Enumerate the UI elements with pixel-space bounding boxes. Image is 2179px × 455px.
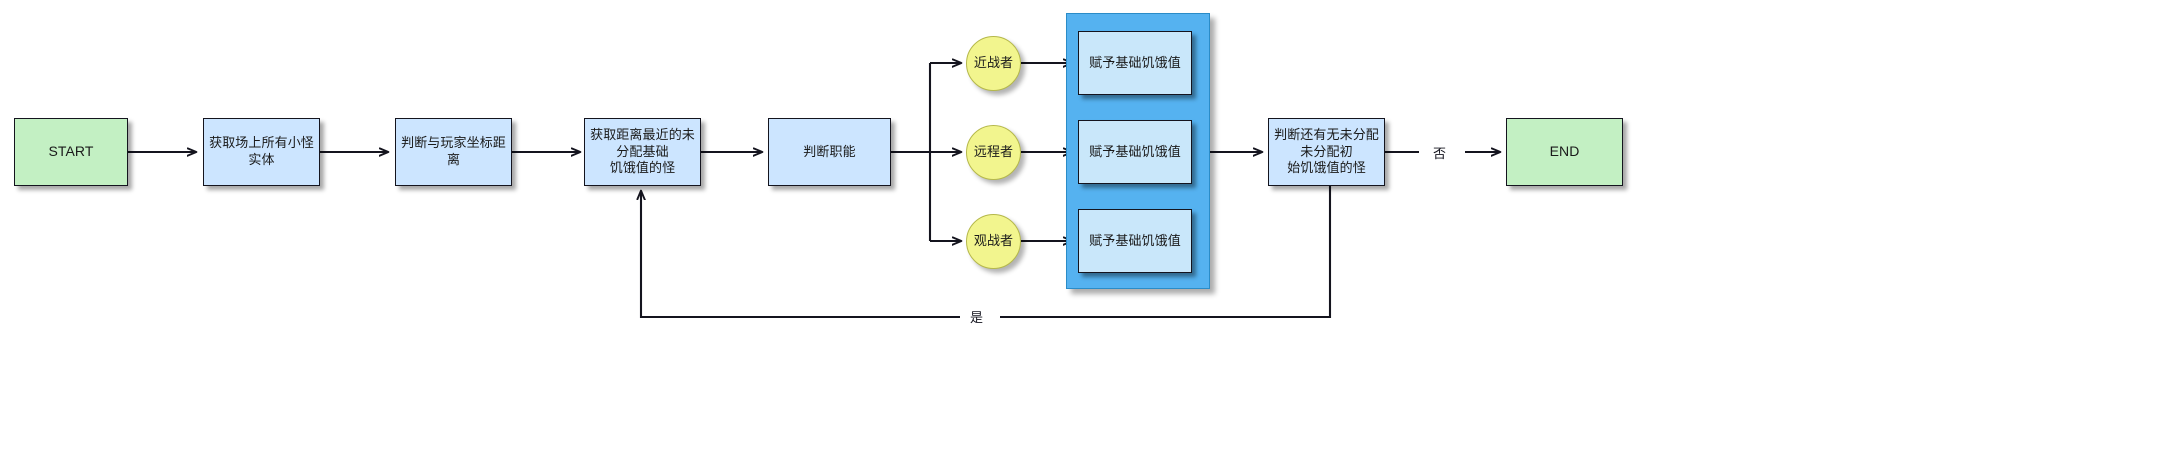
edge-loop-yes-left: [641, 191, 960, 319]
node-get-entities[interactable]: 获取场上所有小怪实体: [203, 118, 320, 186]
edge-label-yes: 是: [966, 307, 988, 326]
node-role-ranged[interactable]: 远程者: [966, 125, 1021, 180]
node-role-melee[interactable]: 近战者: [966, 36, 1021, 91]
node-start[interactable]: START: [14, 118, 128, 186]
edge-label-no: 否: [1429, 143, 1451, 162]
node-check-role[interactable]: 判断职能: [768, 118, 891, 186]
node-assign-hunger-ranged[interactable]: 赋予基础饥饿值: [1078, 120, 1192, 184]
node-assign-hunger-watcher[interactable]: 赋予基础饥饿值: [1078, 209, 1192, 273]
node-assign-hunger-melee[interactable]: 赋予基础饥饿值: [1078, 31, 1192, 95]
node-role-watcher[interactable]: 观战者: [966, 214, 1021, 269]
node-get-nearest[interactable]: 获取距离最近的未分配基础 饥饿值的怪: [584, 118, 701, 186]
node-check-remaining[interactable]: 判断还有无未分配未分配初 始饥饿值的怪: [1268, 118, 1385, 186]
node-end[interactable]: END: [1506, 118, 1623, 186]
node-check-distance[interactable]: 判断与玩家坐标距离: [395, 118, 512, 186]
